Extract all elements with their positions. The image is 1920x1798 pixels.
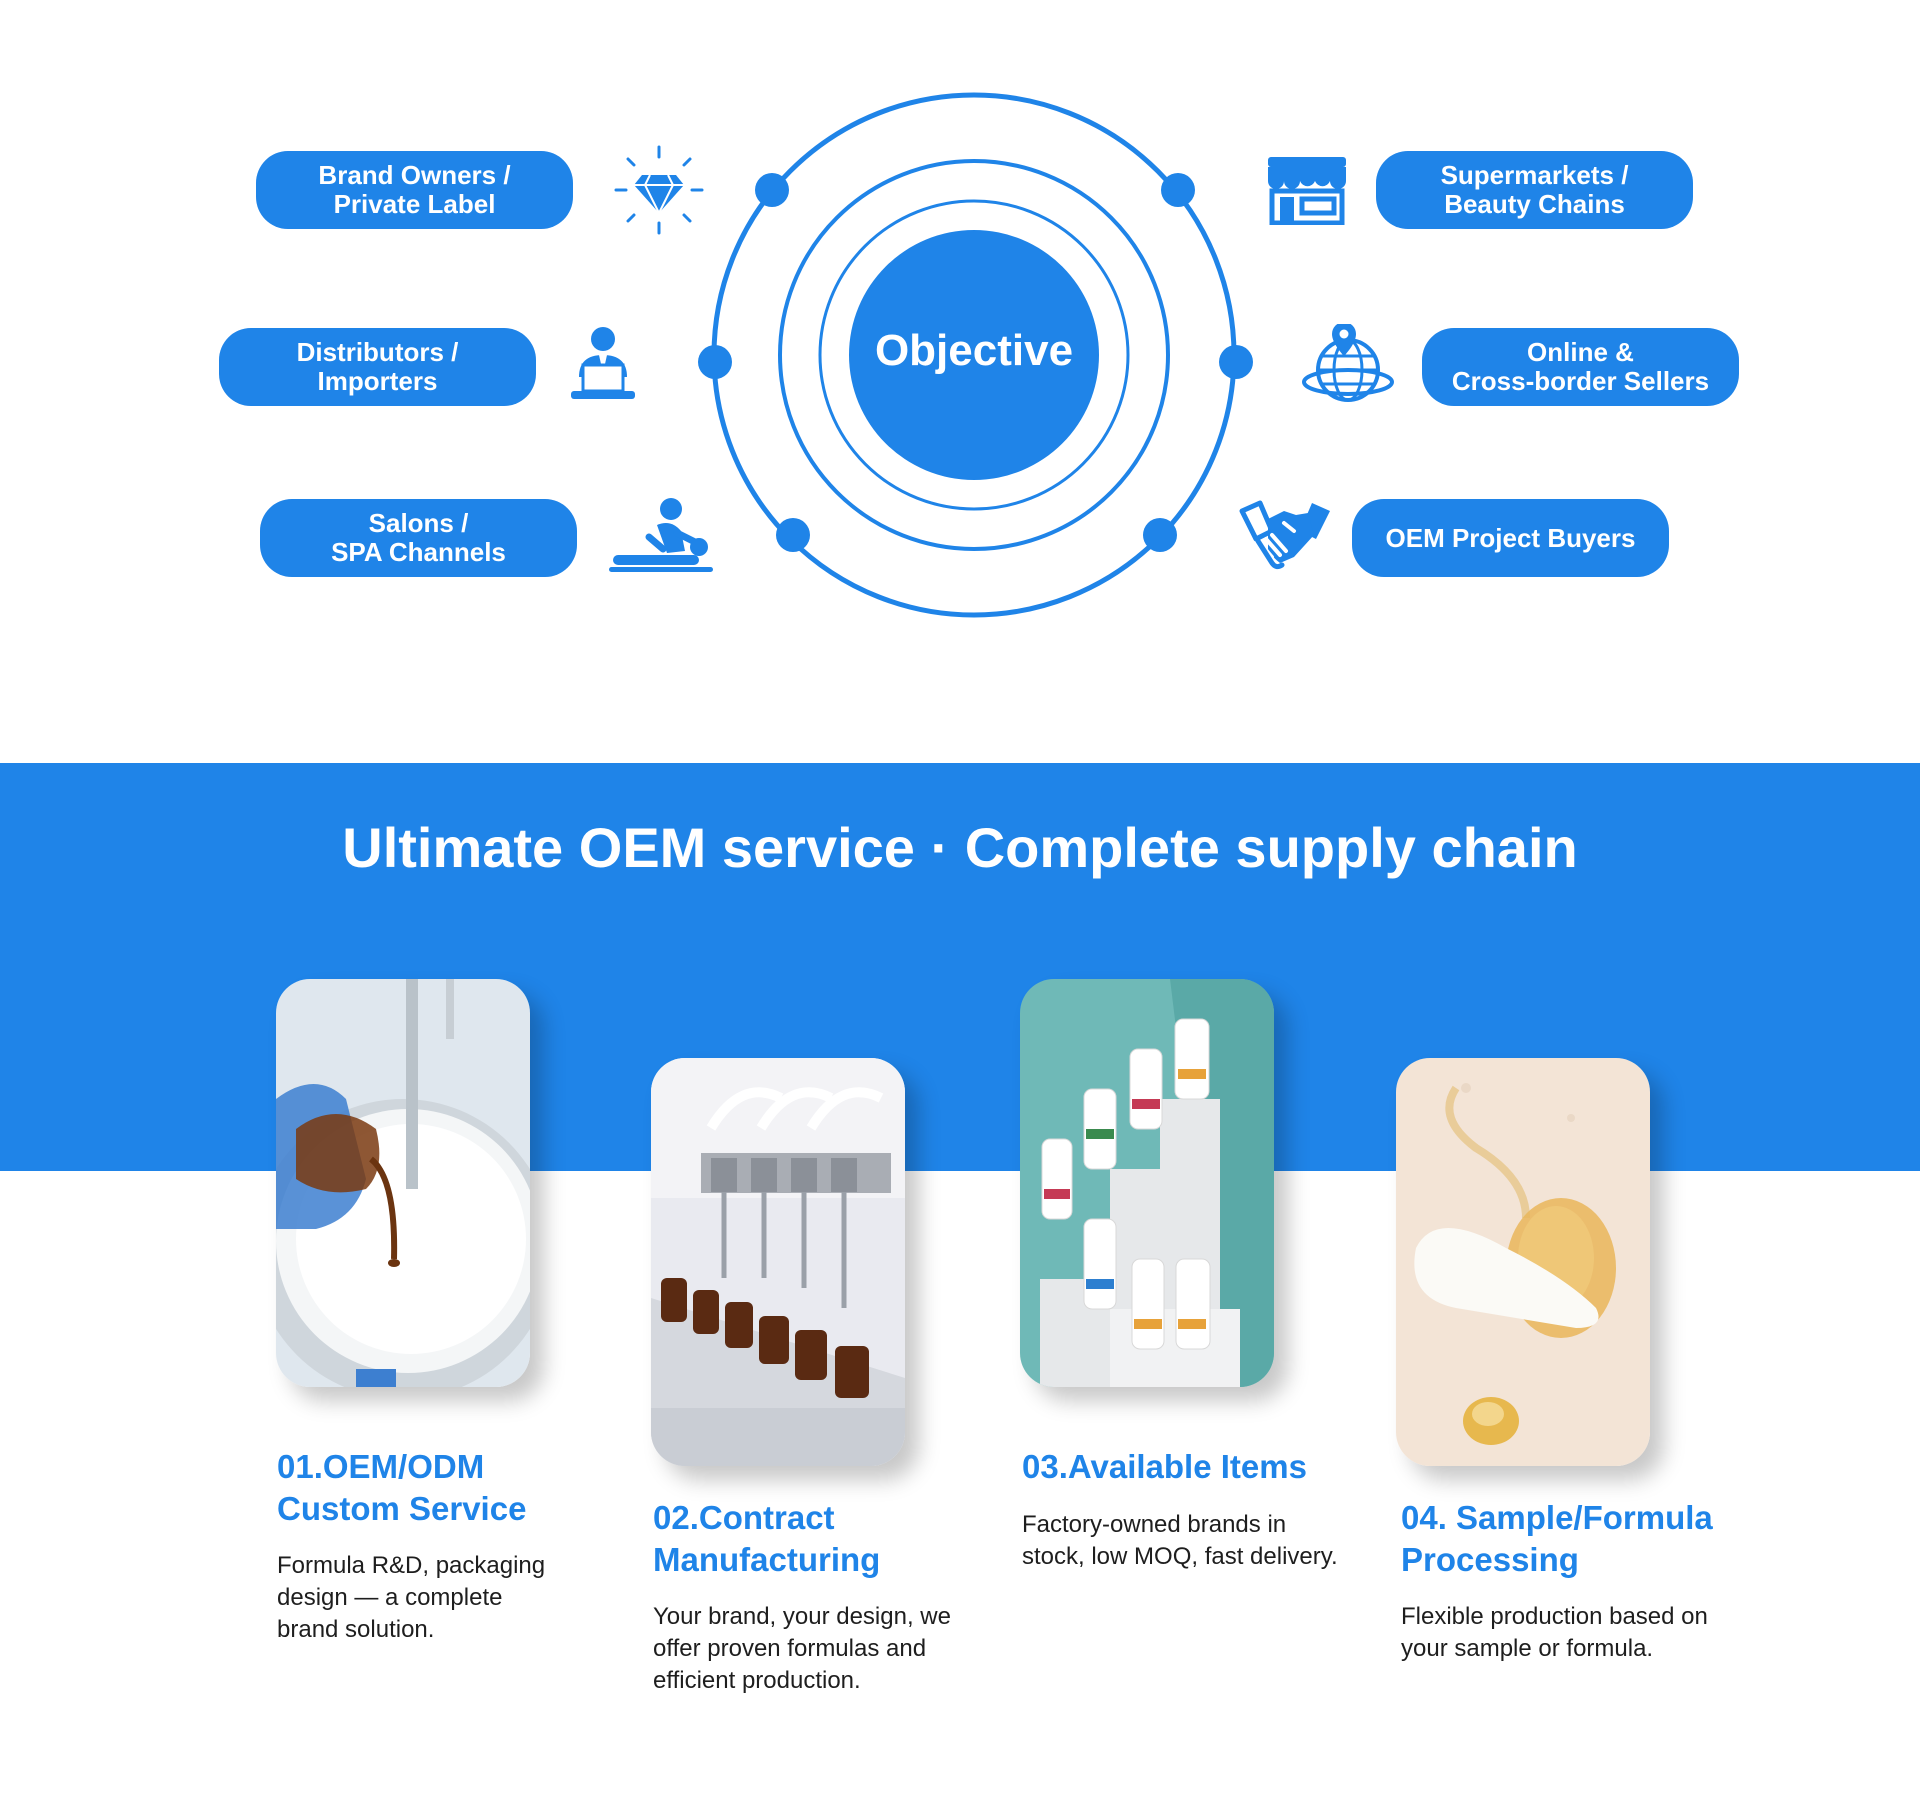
diamond-icon [614, 145, 704, 235]
service-title-line: 01.OEM/ODM [277, 1448, 485, 1485]
segment-line: Private Label [333, 189, 496, 219]
service-desc-line: your sample or formula. [1401, 1635, 1654, 1662]
service-desc-line: Flexible production based on [1401, 1603, 1708, 1630]
service-desc-line: stock, low MOQ, fast delivery. [1022, 1543, 1338, 1570]
segment-line: Beauty Chains [1444, 189, 1625, 219]
cream-texture-photo [1396, 1058, 1650, 1466]
globe-location-icon [1302, 324, 1394, 402]
service-desc-line: brand solution. [277, 1616, 435, 1643]
service-desc-1: Formula R&D, packaging design — a comple… [277, 1550, 545, 1646]
service-title-line: Manufacturing [653, 1541, 881, 1578]
product-bottles-photo [1020, 979, 1274, 1387]
segment-line: Supermarkets / [1440, 160, 1629, 190]
segment-oem-buyers: OEM Project Buyers [1352, 499, 1669, 577]
objective-label: Objective [874, 326, 1074, 375]
segment-distributors: Distributors /Importers [219, 328, 536, 406]
bottling-line-photo [651, 1058, 905, 1466]
segment-line: Distributors / [296, 337, 459, 367]
segment-brand-owners: Brand Owners /Private Label [256, 151, 573, 229]
segment-line: SPA Channels [331, 537, 506, 567]
objective-diagram: Objective Brand Owners /Private Label Di… [0, 0, 1920, 640]
massage-icon [609, 498, 713, 572]
orbit-rings [698, 92, 1253, 618]
segment-supermarkets: Supermarkets /Beauty Chains [1376, 151, 1693, 229]
service-title-4: 04. Sample/Formula Processing [1401, 1497, 1713, 1581]
service-desc-line: Factory-owned brands in [1022, 1511, 1287, 1538]
service-desc-line: design — a complete [277, 1584, 503, 1611]
service-title-1: 01.OEM/ODM Custom Service [277, 1446, 526, 1530]
segment-line: Importers [317, 366, 438, 396]
service-desc-line: Formula R&D, packaging [277, 1552, 546, 1579]
businessman-laptop-icon [571, 327, 635, 399]
storefront-icon [1268, 157, 1346, 225]
service-desc-line: offer proven formulas and [653, 1635, 927, 1662]
service-desc-line: Your brand, your design, we [653, 1603, 951, 1630]
segment-line: Cross-border Sellers [1451, 366, 1710, 396]
service-desc-line: efficient production. [653, 1667, 861, 1694]
segment-line: Online & [1527, 337, 1634, 367]
handshake-icon [1239, 500, 1330, 570]
service-desc-4: Flexible production based on your sample… [1401, 1601, 1708, 1665]
orbit-nodes [698, 173, 1253, 552]
service-title-line: Processing [1401, 1541, 1579, 1578]
service-desc-3: Factory-owned brands in stock, low MOQ, … [1022, 1509, 1338, 1573]
service-title-2: 02.Contract Manufacturing [653, 1497, 880, 1581]
segment-salons: Salons /SPA Channels [260, 499, 577, 577]
segment-online-sellers: Online &Cross-border Sellers [1422, 328, 1739, 406]
segment-line: OEM Project Buyers [1385, 522, 1636, 553]
segment-line: Salons / [368, 508, 469, 538]
service-title-line: 04. Sample/Formula [1401, 1499, 1713, 1536]
service-title-line: 02.Contract [653, 1499, 835, 1536]
mixing-liquid-photo [276, 979, 530, 1387]
service-title-3: 03.Available Items [1022, 1446, 1307, 1488]
band-title: Ultimate OEM service · Complete supply c… [342, 816, 1578, 879]
service-desc-2: Your brand, your design, we offer proven… [653, 1601, 951, 1697]
service-title-line: 03.Available Items [1022, 1448, 1307, 1485]
service-title-line: Custom Service [277, 1490, 527, 1527]
segment-line: Brand Owners / [318, 160, 511, 190]
